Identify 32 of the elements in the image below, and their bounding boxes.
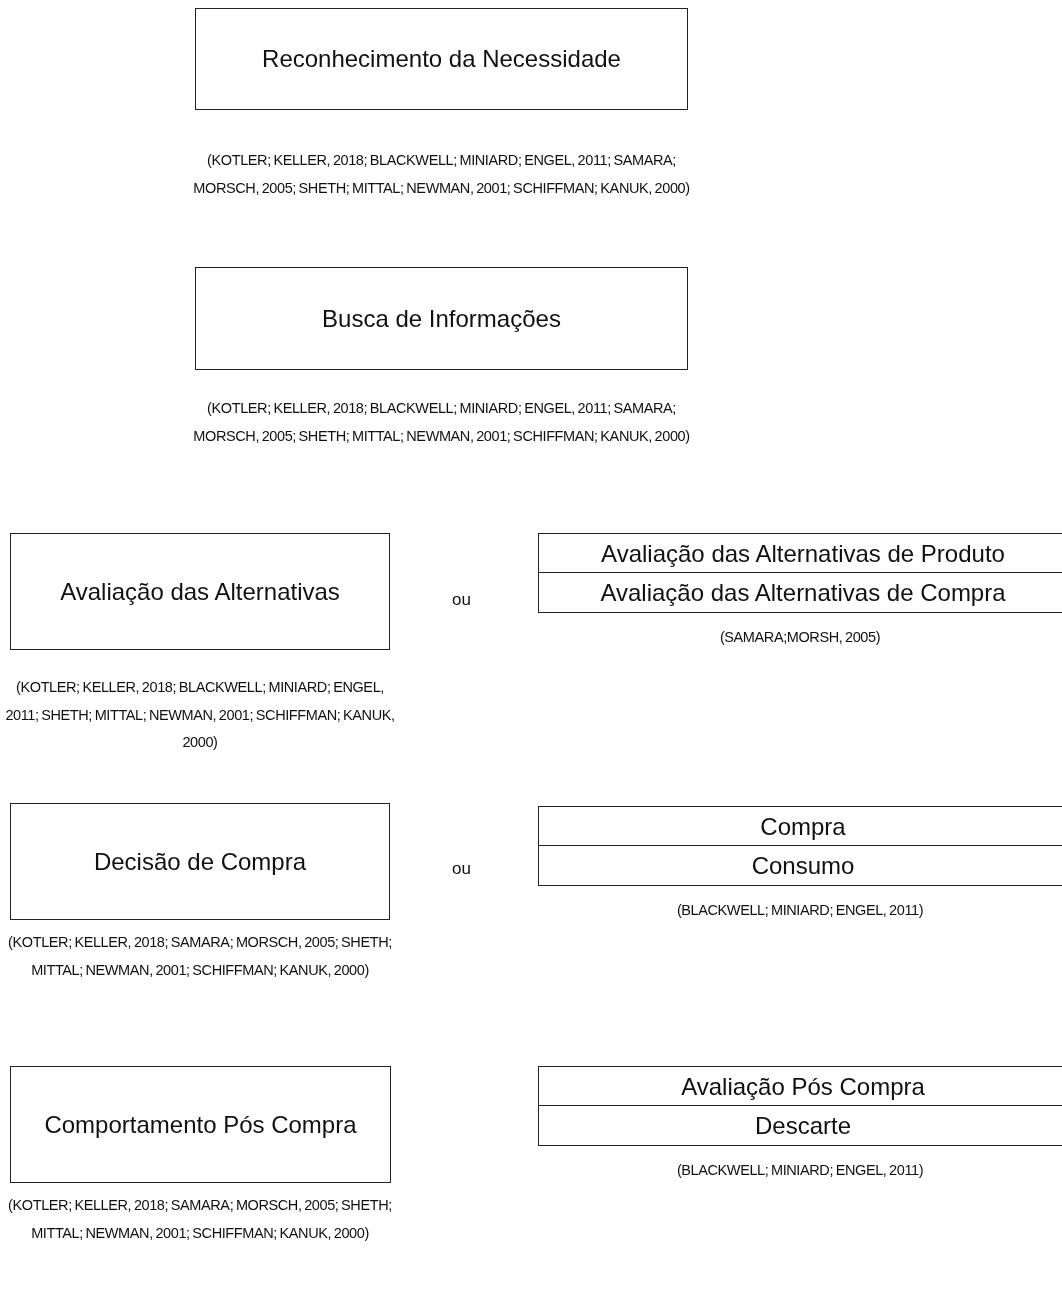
citation: (BLACKWELL; MINIARD; ENGEL, 2011)	[675, 1161, 925, 1180]
process-box	[10, 1066, 391, 1183]
stage-label: Avaliação Pós Compra	[681, 1072, 925, 1101]
process-box	[538, 1105, 1062, 1146]
process-box	[195, 8, 688, 110]
process-box	[538, 533, 1062, 574]
citation: (BLACKWELL; MINIARD; ENGEL, 2011)	[675, 901, 925, 920]
connector-word: ou	[452, 859, 471, 879]
process-box	[538, 572, 1062, 613]
citation: (KOTLER; KELLER, 2018; SAMARA; MORSCH, 2005; SHETH; MITTAL; NEWMAN, 2001; SCHIFFMAN; KANUK, 2000)	[7, 933, 393, 980]
connector-word: ou	[452, 590, 471, 610]
process-box	[10, 803, 390, 920]
citation: (KOTLER; KELLER, 2018; SAMARA; MORSCH, 2005; SHETH; MITTAL; NEWMAN, 2001; SCHIFFMAN; KANUK, 2000)	[7, 1196, 393, 1243]
stage-label: Descarte	[754, 1111, 851, 1140]
stage-label: Consumo	[751, 851, 855, 880]
citation: (SAMARA;MORSH, 2005)	[718, 628, 882, 647]
process-box	[538, 806, 1062, 847]
stage-label: Avaliação das Alternativas de Compra	[600, 578, 1006, 607]
stage-label: Decisão de Compra	[93, 847, 307, 876]
stage-label: Avaliação das Alternativas	[60, 577, 340, 606]
stage-label: Busca de Informações	[322, 304, 561, 333]
stage-label: Compra	[760, 812, 846, 841]
process-box	[538, 845, 1062, 886]
stage-label: Reconhecimento da Necessidade	[262, 45, 621, 73]
citation: (KOTLER; KELLER, 2018; BLACKWELL; MINIARD; ENGEL, 2011; SAMARA; MORSCH, 2005; SHETH; MITTAL; NEWMAN, 2001; SCHIFFMAN; KANUK, 2000)	[192, 151, 691, 198]
stage-label: Avaliação das Alternativas de Produto	[601, 539, 1005, 568]
stage-label: Comportamento Pós Compra	[44, 1110, 357, 1139]
process-box	[538, 1066, 1062, 1107]
citation: (KOTLER; KELLER, 2018; BLACKWELL; MINIARD; ENGEL, 2011; SAMARA; MORSCH, 2005; SHETH; MITTAL; NEWMAN, 2001; SCHIFFMAN; KANUK, 2000)	[192, 399, 691, 446]
process-box	[10, 533, 390, 650]
citation: (KOTLER; KELLER, 2018; BLACKWELL; MINIARD; ENGEL, 2011; SHETH; MITTAL; NEWMAN, 2001; SCHIFFMAN; KANUK, 2000)	[4, 678, 396, 752]
process-box	[195, 267, 688, 370]
